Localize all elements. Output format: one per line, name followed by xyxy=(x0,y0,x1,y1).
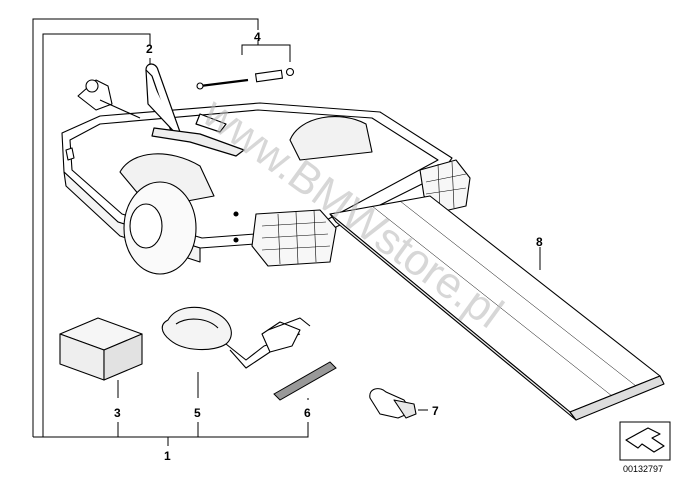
callout-4: 4 xyxy=(254,30,261,44)
callout-7: 7 xyxy=(432,404,439,418)
callout-6: 6 xyxy=(304,406,311,420)
callout-1: 1 xyxy=(164,449,171,463)
part-8-ramp xyxy=(329,195,665,421)
direction-arrow-icon xyxy=(619,421,671,461)
part-5-strap xyxy=(161,306,311,369)
part-3-box xyxy=(59,317,143,381)
bracket-lines xyxy=(32,18,541,446)
part-6-strip xyxy=(273,361,337,401)
callout-5: 5 xyxy=(194,406,201,420)
part-2-chock-bracket xyxy=(145,63,245,157)
part-4-bolt-set xyxy=(196,67,295,90)
callout-3: 3 xyxy=(114,406,121,420)
callout-2: 2 xyxy=(146,42,153,56)
document-number: 00132797 xyxy=(623,464,663,474)
callout-8: 8 xyxy=(536,235,543,249)
part-7-clip xyxy=(369,388,417,419)
